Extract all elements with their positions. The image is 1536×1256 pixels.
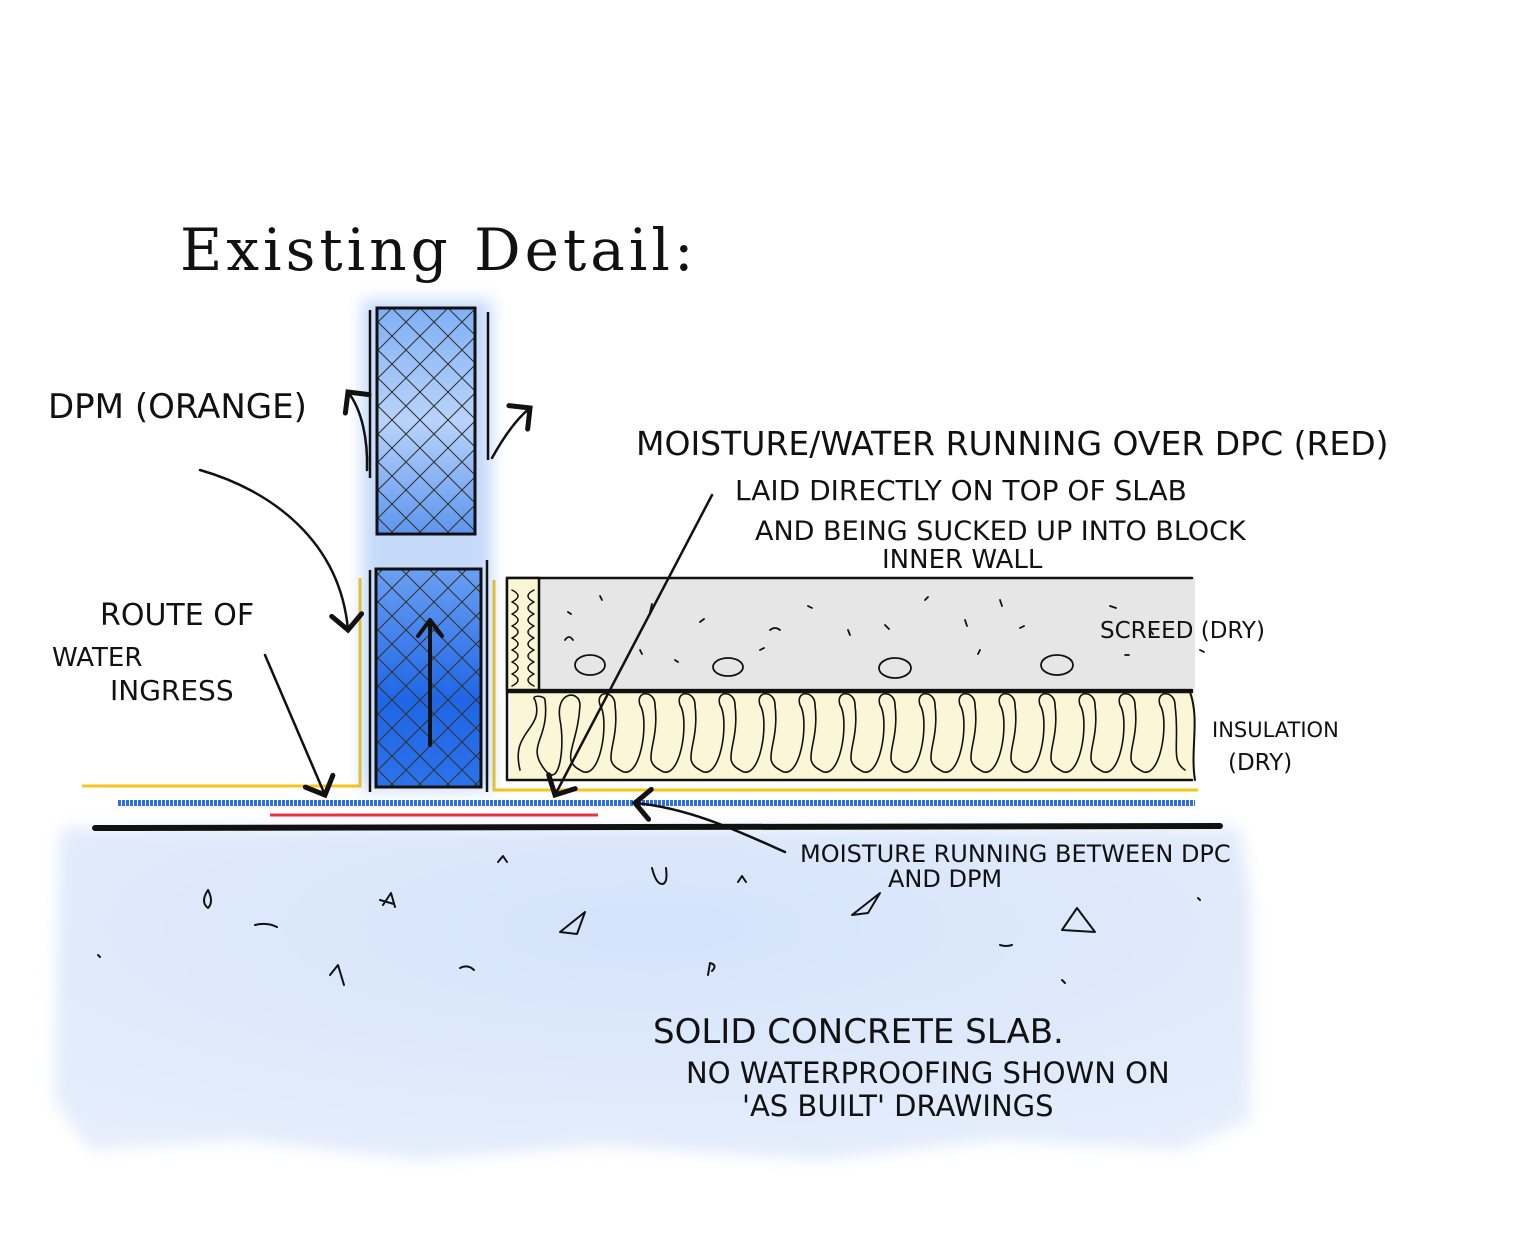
route-label: ROUTE OF WATER INGRESS (52, 598, 254, 707)
evap-left-arrow-icon (342, 389, 372, 472)
wicking-arrow-icon (416, 618, 444, 747)
screed-layer (505, 576, 1205, 692)
slab-line-2: NO WATERPROOFING SHOWN ON (686, 1056, 1170, 1090)
moisture-dpc-line-4: INNER WALL (882, 545, 1043, 575)
slab-line-1: SOLID CONCRETE SLAB. (653, 1012, 1064, 1052)
lower-block (374, 567, 483, 789)
route-arrow-icon (263, 653, 336, 799)
dpc-arrow-icon (546, 493, 714, 799)
moisture-dpc-line-1: MOISTURE/WATER RUNNING OVER DPC (RED) (636, 424, 1389, 463)
route-label-line-3: INGRESS (110, 674, 234, 707)
slab-label: SOLID CONCRETE SLAB. NO WATERPROOFING SH… (653, 1012, 1170, 1123)
screed-label: SCREED (DRY) (1100, 618, 1265, 644)
between-arrow-icon (631, 786, 787, 854)
diagram-title: Existing Detail: (180, 216, 698, 284)
dpm-label: DPM (ORANGE) (48, 387, 307, 427)
insulation-line-1: INSULATION (1212, 718, 1339, 742)
aggregate-marks (97, 855, 1201, 986)
moisture-dpc-line-2: LAID DIRECTLY ON TOP OF SLAB (735, 474, 1187, 507)
dpm-arrow-icon (198, 468, 365, 634)
moisture-between-line-1: MOISTURE RUNNING BETWEEN DPC (800, 840, 1231, 868)
annotation-arrows (198, 389, 787, 854)
slab-top-line (92, 823, 1223, 831)
moisture-dpc-line-3: AND BEING SUCKED UP INTO BLOCK (755, 516, 1247, 547)
moisture-dpc-label: MOISTURE/WATER RUNNING OVER DPC (RED) LA… (636, 424, 1389, 575)
upper-block (375, 306, 477, 536)
insulation-layer (505, 690, 1196, 782)
insulation-line-2: (DRY) (1228, 750, 1292, 776)
slab-line-3: 'AS BUILT' DRAWINGS (742, 1089, 1054, 1123)
route-label-line-1: ROUTE OF (100, 598, 254, 633)
dpm-orange-lines (82, 578, 1198, 792)
moisture-between-label: MOISTURE RUNNING BETWEEN DPC AND DPM (800, 840, 1231, 893)
evap-right-arrow-icon (490, 403, 533, 460)
route-label-line-2: WATER (52, 643, 142, 673)
concrete-slab (55, 828, 1250, 1160)
moisture-between-line-2: AND DPM (888, 865, 1002, 893)
insulation-label: INSULATION (DRY) (1212, 718, 1339, 776)
